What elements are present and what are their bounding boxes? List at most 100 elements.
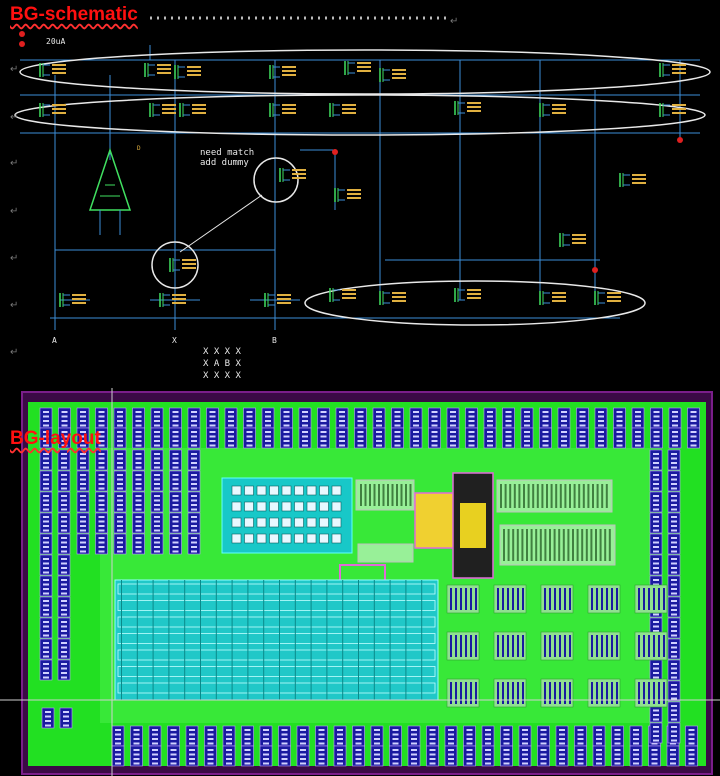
contact-cell <box>668 407 682 429</box>
cap-finger <box>530 529 533 561</box>
bjt-contact <box>465 682 467 704</box>
mirror-gate <box>460 503 486 548</box>
transistor-symbol <box>159 293 186 307</box>
contact-cell <box>631 427 645 449</box>
resistor-finger <box>382 484 385 506</box>
contact-cell <box>391 427 404 449</box>
core-transistor <box>414 492 456 549</box>
contact-cell <box>409 427 423 449</box>
contact-cell <box>243 407 256 429</box>
transistor-symbol <box>39 63 66 77</box>
resistor-finger <box>378 484 380 506</box>
contact-cell <box>629 725 643 747</box>
contact-cell <box>39 407 53 429</box>
contact-cell <box>296 725 310 747</box>
contact-cell <box>224 407 238 429</box>
contact-cell <box>169 512 182 534</box>
transistor-symbol <box>329 103 356 117</box>
contact-square <box>231 501 242 512</box>
contact-cell <box>39 533 53 555</box>
contact-square <box>256 501 267 512</box>
bjt-contact <box>475 635 477 657</box>
contact-cell <box>39 638 53 660</box>
resistor-col <box>200 580 201 700</box>
transistor-symbol <box>659 63 686 77</box>
contact-cell <box>167 725 180 747</box>
resistor-col <box>310 580 312 700</box>
contact-cell <box>685 745 698 767</box>
resistor-finger <box>373 484 376 506</box>
cap-finger <box>558 529 561 561</box>
cap-finger <box>569 484 571 508</box>
cap-finger <box>596 484 599 508</box>
transistor-symbol <box>144 63 171 77</box>
contact-square <box>294 517 304 528</box>
contact-cell <box>685 725 698 747</box>
contact-cell <box>222 745 236 767</box>
contact-cell <box>39 470 53 492</box>
contact-cell <box>132 407 145 429</box>
contact-cell <box>113 470 127 492</box>
contact-cell <box>39 575 53 597</box>
contact-cell <box>611 745 624 767</box>
bjt-contact <box>601 635 603 657</box>
cap-finger <box>536 484 539 508</box>
circle-x-device <box>151 241 199 289</box>
resistor-finger <box>387 484 389 506</box>
contact-cell <box>465 407 478 429</box>
contact-cell <box>111 745 125 767</box>
contact-cell <box>150 427 164 449</box>
bjt-contact <box>517 635 519 657</box>
cap-finger <box>532 484 535 508</box>
resistor-finger <box>400 484 403 506</box>
cap-finger <box>512 529 515 561</box>
bjt-contact <box>554 635 556 657</box>
contact-cell <box>687 427 700 449</box>
bjt-contact <box>460 588 462 610</box>
resistor-col <box>326 580 328 700</box>
contact-cell <box>150 533 164 555</box>
contact-cell <box>409 407 423 429</box>
bjt-contact <box>475 588 477 610</box>
contact-cell <box>428 407 441 429</box>
contact-square <box>294 501 304 512</box>
contact-cell <box>296 745 310 767</box>
contact-cell <box>76 512 90 534</box>
bjt-contact <box>475 682 477 704</box>
cap-finger <box>572 529 574 561</box>
transistor-symbol <box>269 65 296 79</box>
contact-cell <box>667 575 681 597</box>
bjt-contact <box>658 682 660 704</box>
transistor-symbol <box>659 103 686 117</box>
cap-finger <box>535 529 538 561</box>
bjt-contact <box>522 588 524 610</box>
bjt-contact <box>549 635 551 657</box>
schematic-title: BG-schematic <box>10 4 138 25</box>
callout-line <box>179 194 263 253</box>
contact-cell <box>76 533 90 555</box>
contact-cell <box>518 725 532 747</box>
contact-square <box>319 517 329 528</box>
contact-cell <box>557 407 571 429</box>
contact-cell <box>650 407 663 429</box>
contact-cell <box>446 427 460 449</box>
bjt-contact <box>606 635 608 657</box>
contact-cell <box>150 449 164 471</box>
contact-cell <box>372 407 386 429</box>
cap-finger <box>604 529 607 561</box>
contact-cell <box>169 470 182 492</box>
cap-finger <box>590 529 593 561</box>
bjt-cell <box>493 678 527 708</box>
contact-cell <box>169 491 182 513</box>
contact-square <box>231 517 242 528</box>
bjt-cell <box>446 584 480 614</box>
bjt-cell <box>446 631 480 661</box>
contact-cell <box>649 449 663 471</box>
resistor-row <box>117 666 436 677</box>
cap-finger <box>504 484 507 508</box>
contact-cell <box>39 449 53 471</box>
bjt-cell <box>540 678 574 708</box>
contact-cell <box>150 407 164 429</box>
bjt-contact <box>569 635 571 657</box>
bjt-contact <box>554 682 556 704</box>
